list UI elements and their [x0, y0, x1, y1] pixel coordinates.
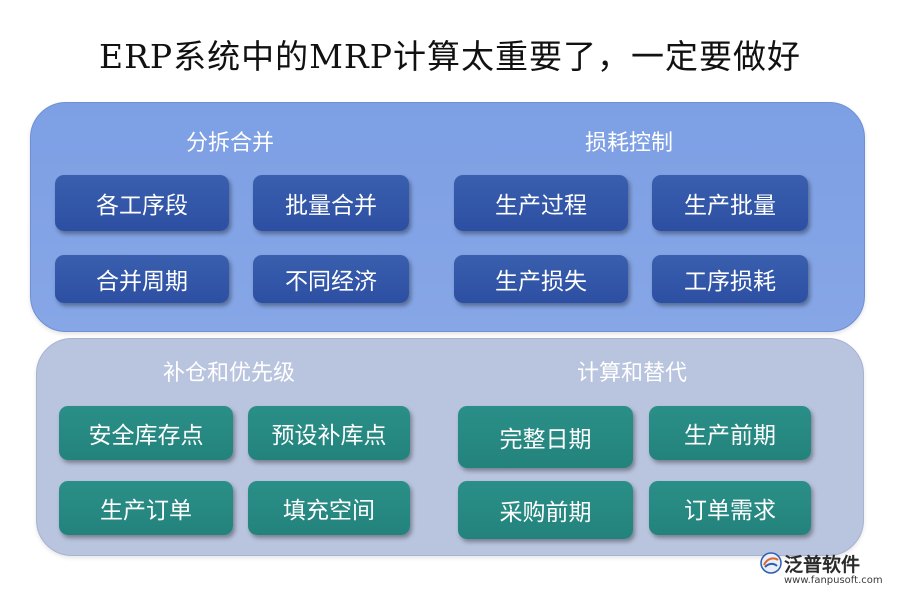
complete-date-button[interactable]: 完整日期: [458, 406, 633, 468]
safety-stock-button[interactable]: 安全库存点: [59, 406, 233, 460]
preset-reorder-button[interactable]: 预设补库点: [248, 406, 410, 460]
process-segment-button[interactable]: 各工序段: [55, 175, 229, 231]
production-batch-button[interactable]: 生产批量: [652, 175, 808, 231]
logo-url: www.fanpusoft.com: [784, 575, 883, 586]
production-lead-button[interactable]: 生产前期: [649, 406, 811, 460]
page-title: ERP系统中的MRP计算太重要了，一定要做好: [99, 37, 801, 76]
order-demand-button[interactable]: 订单需求: [649, 481, 811, 535]
calc-substitute-label: 计算和替代: [577, 361, 688, 386]
production-order-button[interactable]: 生产订单: [59, 481, 233, 535]
replenish-priority-label: 补仓和优先级: [163, 361, 296, 386]
loss-control-label: 损耗控制: [585, 131, 674, 156]
logo-name: 泛普软件: [784, 554, 861, 576]
purchase-lead-button[interactable]: 采购前期: [458, 481, 633, 539]
top-panel: 分拆合并 损耗控制 各工序段 批量合并 合并周期 不同经济 生产过程 生产批量 …: [30, 102, 865, 332]
process-loss-button[interactable]: 工序损耗: [652, 255, 808, 303]
bottom-panel: 补仓和优先级 计算和替代 安全库存点 预设补库点 生产订单 填充空间 完整日期 …: [36, 338, 864, 556]
merge-period-button[interactable]: 合并周期: [55, 255, 229, 303]
split-merge-label: 分拆合并: [186, 131, 275, 156]
batch-merge-button[interactable]: 批量合并: [253, 175, 409, 231]
production-loss-button[interactable]: 生产损失: [454, 255, 628, 303]
production-process-button[interactable]: 生产过程: [454, 175, 628, 231]
fill-space-button[interactable]: 填充空间: [248, 481, 410, 535]
fanpu-logo-icon: [760, 552, 782, 574]
different-economy-button[interactable]: 不同经济: [253, 255, 409, 303]
brand-logo: 泛普软件 www.fanpusoft.com: [760, 550, 888, 590]
